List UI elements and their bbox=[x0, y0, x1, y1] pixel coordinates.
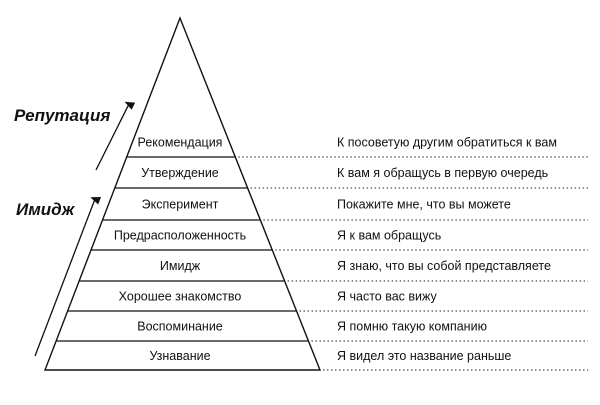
level-description: К вам я обращусь в первую очередь bbox=[337, 166, 548, 180]
pyramid-outline bbox=[43, 16, 322, 371]
level-description: Я знаю, что вы собой представляете bbox=[337, 259, 551, 273]
level-label: Утверждение bbox=[141, 166, 219, 180]
description-labels: К посоветую другим обратиться к вам К вам… bbox=[337, 136, 557, 364]
level-label: Имидж bbox=[160, 259, 201, 273]
level-description: Я помню такую компанию bbox=[337, 320, 487, 334]
level-description: Я к вам обращусь bbox=[337, 229, 441, 243]
level-description: Я часто вас вижу bbox=[337, 290, 438, 304]
level-dividers bbox=[56, 156, 309, 342]
level-labels: РекомендацияУтверждениеЭкспериментПредра… bbox=[114, 136, 246, 364]
image-arrow bbox=[34, 197, 102, 357]
image-label: Имидж bbox=[16, 200, 76, 219]
level-label: Рекомендация bbox=[138, 136, 223, 150]
level-label: Эксперимент bbox=[142, 198, 219, 212]
level-label: Воспоминание bbox=[137, 320, 223, 334]
level-description: Покажите мне, что вы можете bbox=[337, 198, 511, 212]
reputation-label: Репутация bbox=[14, 106, 110, 125]
level-label: Хорошее знакомство bbox=[119, 290, 242, 304]
level-label: Предрасположенность bbox=[114, 229, 246, 243]
level-label: Узнавание bbox=[149, 349, 210, 363]
reputation-arrow bbox=[95, 101, 136, 171]
level-description: К посоветую другим обратиться к вам bbox=[337, 136, 557, 150]
level-description: Я видел это название раньше bbox=[337, 349, 511, 363]
dotted-leaders bbox=[238, 156, 588, 371]
